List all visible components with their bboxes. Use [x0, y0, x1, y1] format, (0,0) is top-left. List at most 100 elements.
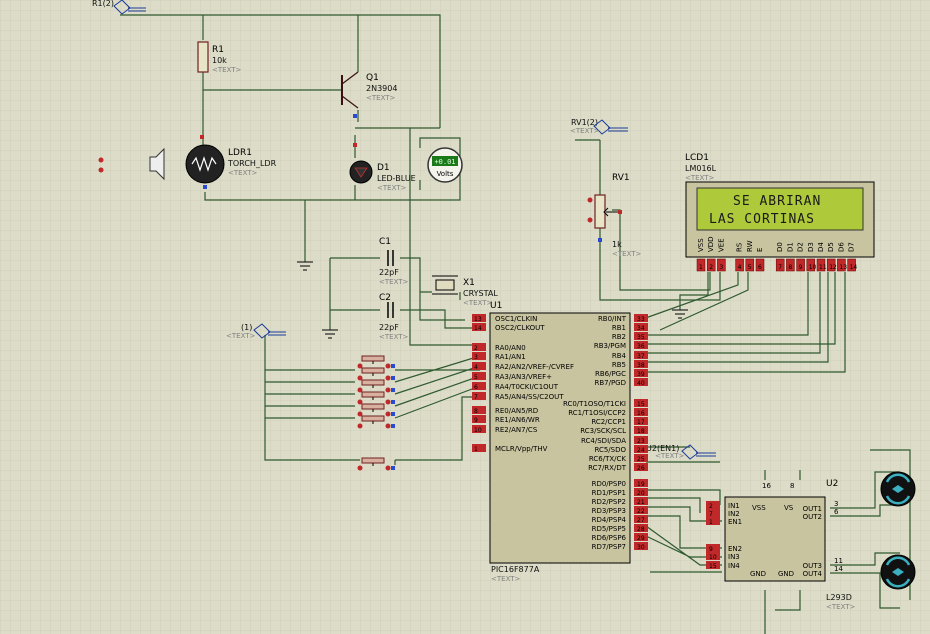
- u1-pin[interactable]: [634, 426, 648, 434]
- u1-pin[interactable]: [634, 369, 648, 377]
- lcd-pin[interactable]: [837, 258, 846, 272]
- u1-pin-number: 13: [474, 316, 482, 323]
- lcd-pin[interactable]: [706, 258, 716, 272]
- lcd-pin[interactable]: [717, 258, 726, 272]
- terminal-rv1-2[interactable]: RV1(2) <TEXT>: [570, 118, 628, 135]
- push-button[interactable]: [361, 355, 385, 362]
- ldr-ldr1[interactable]: LDR1 TORCH_LDR <TEXT>: [185, 135, 277, 189]
- u1-pin[interactable]: [472, 444, 486, 452]
- capacitor-c2[interactable]: C2 22pF <TEXT>: [379, 293, 409, 341]
- u1-pin[interactable]: [472, 314, 486, 322]
- u1-pin[interactable]: [634, 341, 648, 349]
- u1-pin-name: RB5: [612, 361, 626, 369]
- led-d1[interactable]: D1 LED-BLUE <TEXT>: [349, 143, 416, 192]
- u1-pin[interactable]: [472, 425, 486, 433]
- button-pin: [391, 424, 395, 428]
- lcd-pin[interactable]: [745, 258, 755, 272]
- lcd-pin[interactable]: [816, 258, 826, 272]
- u1-pin[interactable]: [472, 406, 486, 414]
- torch-icon[interactable]: [98, 147, 165, 181]
- lcd-pin[interactable]: [735, 258, 744, 272]
- u1-pin-number: 25: [637, 456, 645, 463]
- u1-pin[interactable]: [634, 488, 648, 496]
- lcd-lcd1[interactable]: LCD1 LM016L <TEXT> SE ABRIRAN LAS CORTIN…: [685, 153, 875, 272]
- motor-1[interactable]: [880, 471, 916, 507]
- u1-pin[interactable]: [634, 542, 648, 550]
- u1-pin[interactable]: [634, 314, 648, 322]
- terminal-u2-en1[interactable]: U2(EN1) <TEXT>: [646, 444, 716, 460]
- svg-text:L293D: L293D: [826, 593, 852, 602]
- u1-pin-name: RD3/PSP3: [592, 507, 626, 515]
- u1-pin[interactable]: [472, 352, 486, 360]
- u2-pin[interactable]: [706, 509, 720, 517]
- capacitor-c1[interactable]: C1 22pF <TEXT>: [379, 237, 409, 286]
- lcd-pin[interactable]: [847, 258, 856, 272]
- u1-pin[interactable]: [472, 372, 486, 380]
- u1-pin[interactable]: [634, 533, 648, 541]
- lcd-pin[interactable]: [796, 258, 805, 272]
- lcd-pin-number: 11: [819, 264, 827, 271]
- u2-pin[interactable]: [706, 561, 720, 569]
- lcd-pin[interactable]: [826, 258, 836, 272]
- u1-pin-name: OSC2/CLKOUT: [495, 324, 545, 332]
- u1-pin[interactable]: [634, 417, 648, 425]
- voltmeter[interactable]: +0.01 Volts: [427, 147, 463, 183]
- u2-pin[interactable]: [706, 552, 720, 560]
- u1-pin[interactable]: [472, 343, 486, 351]
- u1-pin[interactable]: [634, 323, 648, 331]
- u1-pin[interactable]: [634, 408, 648, 416]
- push-button[interactable]: [361, 379, 385, 386]
- push-buttons[interactable]: [357, 355, 396, 471]
- u2-pin[interactable]: [706, 501, 720, 509]
- resistor-r1[interactable]: R1 10k <TEXT>: [197, 41, 242, 74]
- u1-pin[interactable]: [634, 399, 648, 407]
- lcd-pin[interactable]: [786, 258, 795, 272]
- lcd-pin[interactable]: [696, 258, 706, 272]
- u1-pin-name: RC2/CCP1: [591, 418, 626, 426]
- u1-pin-number: 36: [637, 343, 645, 350]
- svg-text:R1(2): R1(2): [92, 0, 114, 8]
- potentiometer-rv1[interactable]: RV1 1k <TEXT>: [587, 173, 642, 258]
- u1-pin[interactable]: [472, 415, 486, 423]
- terminal-r1-2[interactable]: R1(2): [92, 0, 146, 15]
- u1-pin[interactable]: [472, 382, 486, 390]
- u2-pin[interactable]: [706, 517, 720, 525]
- motor-2[interactable]: [880, 554, 916, 590]
- transistor-q1[interactable]: Q1 2N3904 <TEXT>: [341, 71, 397, 118]
- u1-pin[interactable]: [634, 497, 648, 505]
- u1-pin[interactable]: [634, 445, 648, 453]
- u1-pin[interactable]: [634, 524, 648, 532]
- push-button[interactable]: [361, 415, 385, 422]
- u1-pin[interactable]: [634, 351, 648, 359]
- button-contact: [357, 375, 363, 381]
- u1-pin[interactable]: [634, 332, 648, 340]
- push-button[interactable]: [361, 457, 385, 464]
- u1-pin[interactable]: [634, 515, 648, 523]
- u1-pin[interactable]: [634, 479, 648, 487]
- lcd-pin[interactable]: [775, 258, 785, 272]
- push-button[interactable]: [361, 391, 385, 398]
- u1-pin[interactable]: [634, 436, 648, 444]
- u1-pin[interactable]: [634, 454, 648, 462]
- u2-pin-number: 10: [709, 554, 717, 561]
- lcd-pin-number: 4: [738, 264, 742, 271]
- u1-pin[interactable]: [634, 378, 648, 386]
- lcd-pin[interactable]: [806, 258, 816, 272]
- u1-pin[interactable]: [634, 463, 648, 471]
- u1-pin-name: RA4/T0CKI/C1OUT: [495, 383, 559, 391]
- push-button[interactable]: [361, 403, 385, 410]
- u1-pin[interactable]: [472, 362, 486, 370]
- svg-text:<TEXT>: <TEXT>: [463, 299, 493, 307]
- u1-pin[interactable]: [472, 392, 486, 400]
- push-button[interactable]: [361, 367, 385, 374]
- lcd-pin[interactable]: [755, 258, 765, 272]
- u2-pin[interactable]: [706, 544, 720, 552]
- crystal-x1[interactable]: X1 CRYSTAL <TEXT>: [432, 275, 498, 307]
- u1-pin[interactable]: [634, 360, 648, 368]
- terminal-1[interactable]: (1) <TEXT>: [226, 323, 286, 340]
- u1-pin[interactable]: [472, 323, 486, 331]
- u1-pin[interactable]: [634, 506, 648, 514]
